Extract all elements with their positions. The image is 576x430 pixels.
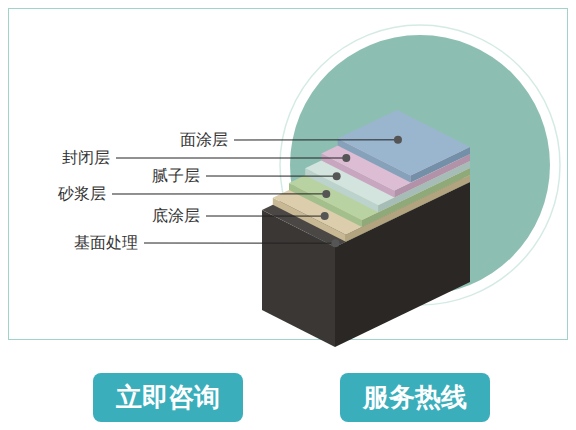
leader-line: [206, 176, 337, 177]
layer-label: 面涂层: [180, 130, 228, 150]
layer-block: [262, 110, 470, 347]
leader-line: [144, 243, 335, 244]
leader-line: [116, 158, 346, 159]
button-text: 服务热线: [363, 380, 467, 415]
leader-dot: [322, 190, 330, 198]
leader-dot: [331, 239, 339, 247]
leader-line: [112, 193, 326, 194]
leader-dot: [321, 212, 329, 220]
leader-dot: [342, 154, 350, 162]
layer-label: 底涂层: [152, 206, 200, 226]
leader-dot: [394, 136, 402, 144]
action-button: 立即咨询: [93, 373, 243, 422]
leader-dot: [333, 172, 341, 180]
layer-top: [338, 110, 470, 176]
leader-line: [234, 139, 398, 140]
layer-label: 砂浆层: [58, 184, 106, 204]
layer-label: 基面处理: [74, 233, 138, 253]
action-button: 服务热线: [340, 373, 490, 422]
leader-line: [206, 216, 325, 217]
layer-label: 腻子层: [152, 166, 200, 186]
button-text: 立即咨询: [116, 380, 220, 415]
layer-label: 封闭层: [62, 148, 110, 168]
